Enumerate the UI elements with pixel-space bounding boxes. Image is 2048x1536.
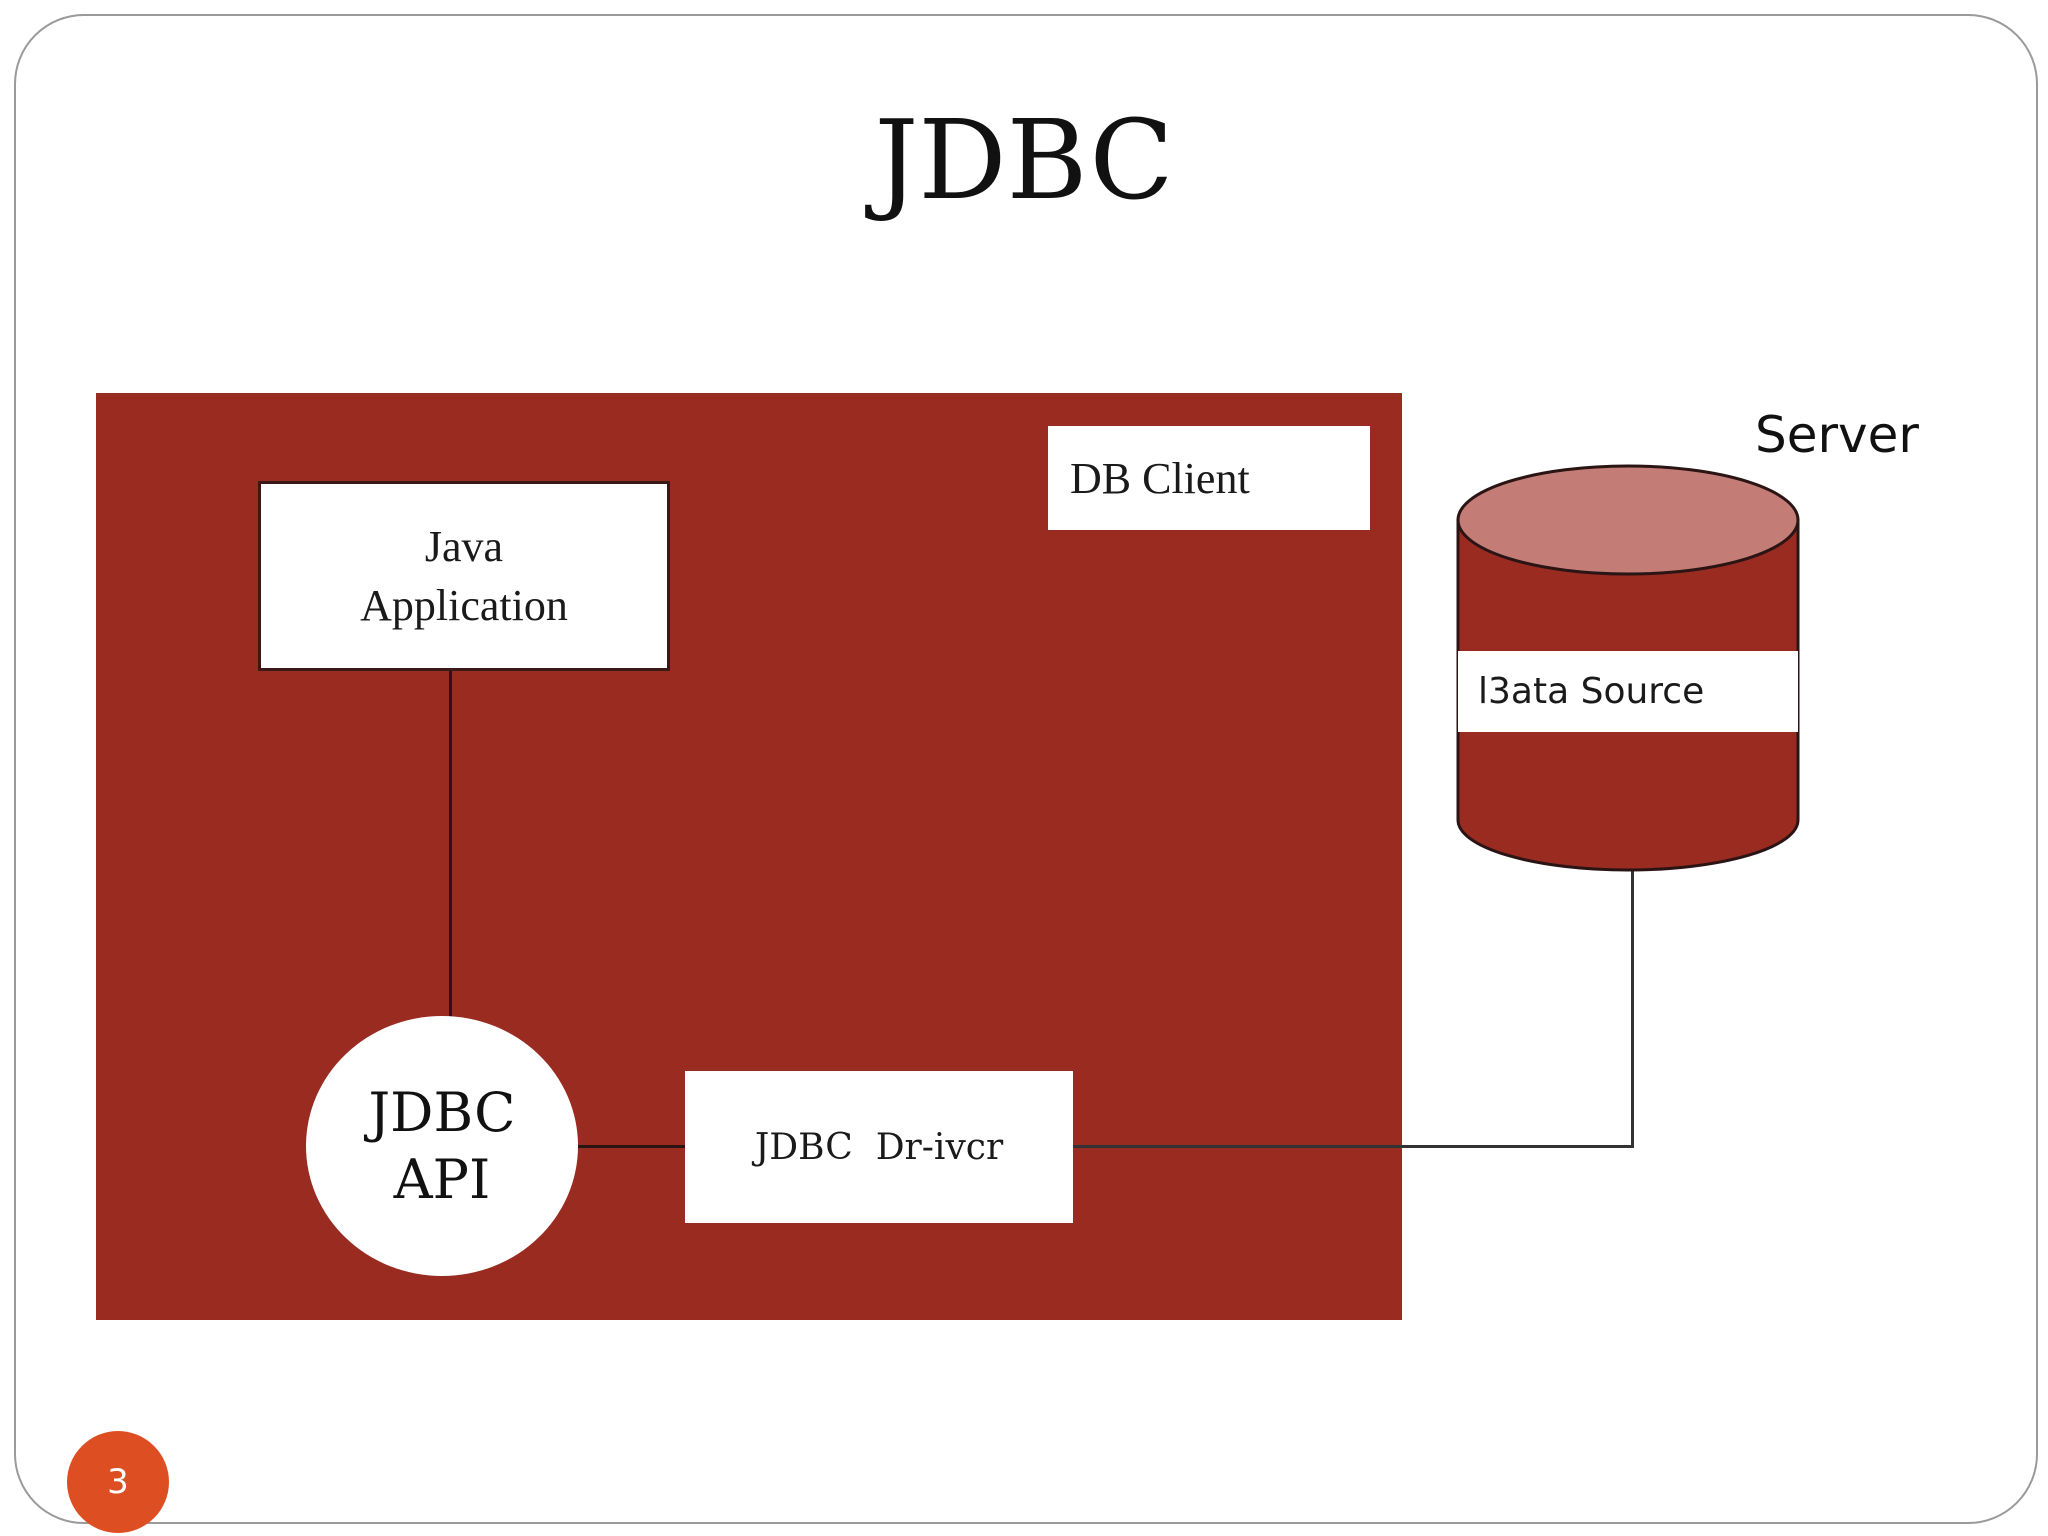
connector-api-to-driver bbox=[578, 1145, 685, 1148]
data-source-band: l3ata Source bbox=[1458, 651, 1798, 732]
jdbc-api-label-line1: JDBC bbox=[368, 1080, 516, 1144]
server-label: Server bbox=[1755, 406, 1919, 464]
java-application-label-line2: Application bbox=[360, 581, 568, 630]
connector-driver-to-server-v bbox=[1631, 868, 1634, 1148]
connector-app-to-api bbox=[449, 671, 452, 1018]
db-client-label: DB Client bbox=[1070, 453, 1250, 503]
page-number-badge: 3 bbox=[67, 1431, 169, 1533]
java-application-label-line1: Java bbox=[424, 521, 504, 571]
jdbc-api-label-line2: API bbox=[393, 1148, 491, 1211]
connector-driver-to-server-h bbox=[1073, 1145, 1634, 1148]
data-source-label: l3ata Source bbox=[1478, 671, 1705, 712]
jdbc-driver-box: JDBC Dr-ivcr bbox=[685, 1071, 1073, 1223]
slide-title: JDBC bbox=[874, 96, 1174, 224]
db-client-label-box: DB Client bbox=[1048, 426, 1370, 530]
cylinder-top bbox=[1456, 464, 1800, 576]
jdbc-api-circle: JDBC API bbox=[306, 1016, 578, 1276]
java-application-box: Java Application bbox=[258, 481, 670, 671]
jdbc-driver-label: JDBC Dr-ivcr bbox=[754, 1126, 1004, 1168]
page-number: 3 bbox=[107, 1462, 129, 1502]
